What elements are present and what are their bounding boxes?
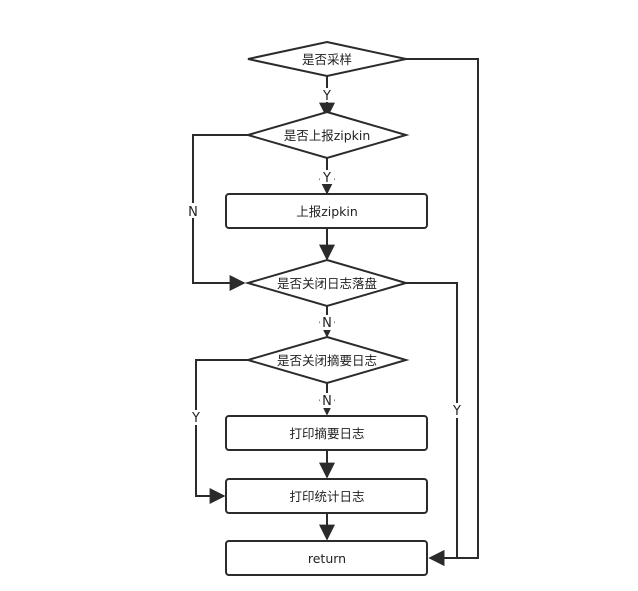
edge-close-digest-to-print-stat bbox=[195, 359, 248, 504]
node-label-print-stat: 打印统计日志 bbox=[289, 489, 364, 504]
edge-label-close-disk-n: N bbox=[322, 316, 332, 331]
edge-label-sample-y: Y bbox=[322, 89, 331, 104]
node-label-return: return bbox=[308, 551, 346, 566]
decision-close-disk-log bbox=[244, 258, 410, 308]
edge-label-close-disk-y: Y bbox=[452, 404, 461, 419]
edge-label-report-q-n: N bbox=[188, 205, 198, 220]
edge-close-disk-to-return bbox=[406, 282, 458, 566]
node-label-report: 上报zipkin bbox=[296, 204, 358, 219]
node-label-report-q: 是否上报zipkin bbox=[284, 128, 371, 143]
process-print-stat-log bbox=[225, 478, 428, 514]
decision-sample bbox=[247, 40, 407, 78]
edge-label-report-q-y: Y bbox=[322, 171, 331, 186]
node-label-close-disk: 是否关闭日志落盘 bbox=[277, 276, 377, 291]
edge-label-close-digest-y: Y bbox=[191, 411, 200, 426]
node-label-sample: 是否采样 bbox=[302, 52, 352, 67]
node-label-print-digest: 打印摘要日志 bbox=[289, 426, 364, 441]
process-print-digest-log bbox=[225, 415, 428, 451]
decision-close-digest-log bbox=[244, 335, 410, 385]
process-return bbox=[225, 540, 428, 576]
decision-report-zipkin bbox=[244, 110, 410, 160]
node-label-close-digest: 是否关闭摘要日志 bbox=[277, 353, 377, 368]
process-report-zipkin bbox=[225, 193, 428, 229]
edge-label-close-digest-n: N bbox=[322, 394, 332, 409]
